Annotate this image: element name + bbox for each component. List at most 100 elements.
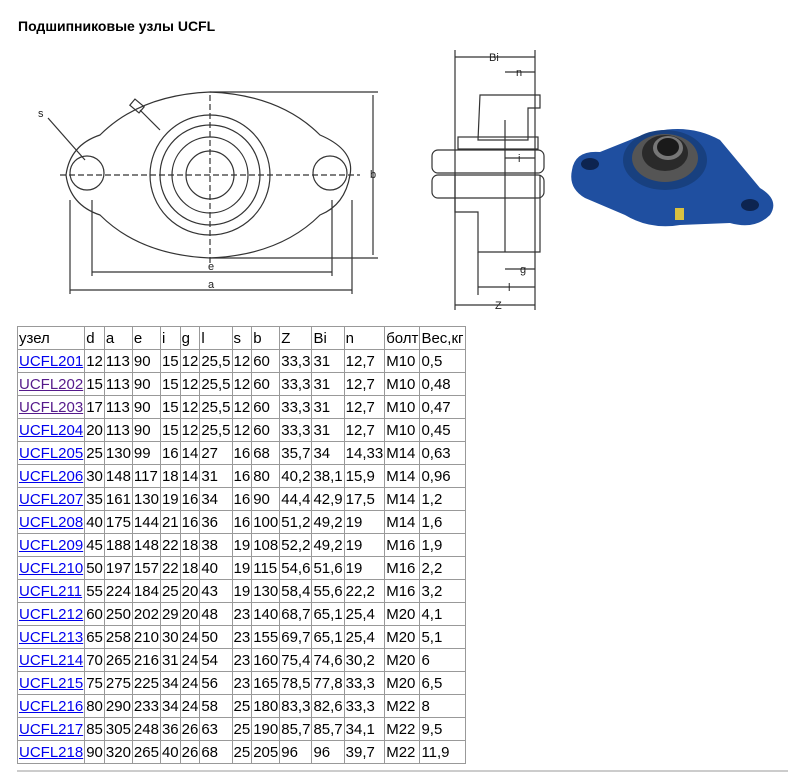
cell-g: 14 — [179, 464, 201, 488]
cell-g: 26 — [179, 740, 201, 764]
cell-d: 30 — [84, 464, 105, 488]
model-link[interactable]: UCFL207 — [19, 490, 84, 508]
cell-d: 85 — [84, 717, 105, 741]
cell-a: 188 — [103, 533, 133, 557]
cell-Bi: 55,6 — [311, 579, 345, 603]
cell-g: 16 — [179, 510, 201, 534]
cell-i: 31 — [159, 648, 181, 672]
cell-s: 19 — [231, 579, 253, 603]
cell-болт: M14 — [384, 464, 421, 488]
model-link[interactable]: UCFL217 — [19, 720, 84, 738]
model-link[interactable]: UCFL202 — [19, 375, 84, 393]
cell-g: 24 — [179, 648, 201, 672]
cell-a: 265 — [103, 648, 133, 672]
cell-l: 25,5 — [199, 395, 233, 419]
cell-Bi: 31 — [311, 395, 345, 419]
label-s: s — [38, 108, 44, 120]
cell-g: 12 — [179, 349, 201, 373]
model-link[interactable]: UCFL213 — [19, 628, 84, 646]
cell-Z: 52,2 — [279, 533, 313, 557]
cell-болт: M14 — [384, 487, 421, 511]
cell-i: 15 — [159, 395, 181, 419]
model-link[interactable]: UCFL215 — [19, 674, 84, 692]
cell-s: 25 — [231, 694, 253, 718]
cell-b: 115 — [251, 556, 281, 580]
cell-l: 25,5 — [199, 418, 233, 442]
model-cell: UCFL215 — [16, 671, 86, 695]
cell-s: 25 — [231, 717, 253, 741]
cell-n: 15,9 — [343, 464, 386, 488]
model-link[interactable]: UCFL216 — [19, 697, 84, 715]
cell-Bi: 34 — [311, 441, 345, 465]
label-e: e — [208, 261, 214, 273]
cell-Вес,кг: 1,2 — [419, 487, 466, 511]
cell-n: 39,7 — [343, 740, 386, 764]
model-link[interactable]: UCFL205 — [19, 444, 84, 462]
cell-i: 18 — [159, 464, 181, 488]
cell-g: 18 — [179, 556, 201, 580]
cell-d: 35 — [84, 487, 105, 511]
cell-b: 160 — [251, 648, 281, 672]
column-header: a — [103, 326, 133, 350]
cell-n: 25,4 — [343, 625, 386, 649]
cell-e: 90 — [131, 372, 161, 396]
cell-Z: 96 — [279, 740, 313, 764]
model-cell: UCFL206 — [16, 464, 86, 488]
model-cell: UCFL210 — [16, 556, 86, 580]
model-link[interactable]: UCFL204 — [19, 421, 84, 439]
cell-b: 60 — [251, 372, 281, 396]
cell-Вес,кг: 11,9 — [419, 740, 466, 764]
cell-i: 21 — [159, 510, 181, 534]
model-link[interactable]: UCFL211 — [19, 582, 83, 600]
cell-a: 113 — [103, 372, 133, 396]
cell-l: 56 — [199, 671, 233, 695]
cell-Вес,кг: 1,6 — [419, 510, 466, 534]
model-link[interactable]: UCFL210 — [19, 559, 84, 577]
cell-d: 25 — [84, 441, 105, 465]
cell-Z: 68,7 — [279, 602, 313, 626]
cell-a: 305 — [103, 717, 133, 741]
cell-l: 50 — [199, 625, 233, 649]
cell-g: 12 — [179, 418, 201, 442]
model-link[interactable]: UCFL214 — [19, 651, 84, 669]
cell-d: 60 — [84, 602, 105, 626]
cell-n: 19 — [343, 510, 386, 534]
model-link[interactable]: UCFL206 — [19, 467, 84, 485]
model-link[interactable]: UCFL201 — [19, 352, 84, 370]
cell-g: 12 — [179, 395, 201, 419]
model-link[interactable]: UCFL203 — [19, 398, 84, 416]
model-link[interactable]: UCFL208 — [19, 513, 84, 531]
cell-i: 36 — [159, 717, 181, 741]
cell-d: 75 — [84, 671, 105, 695]
cell-Вес,кг: 9,5 — [419, 717, 466, 741]
cell-Вес,кг: 0,45 — [419, 418, 466, 442]
cell-e: 210 — [131, 625, 161, 649]
cell-болт: M20 — [384, 602, 421, 626]
cell-e: 184 — [131, 579, 161, 603]
cell-g: 24 — [179, 625, 201, 649]
model-link[interactable]: UCFL218 — [19, 743, 84, 761]
cell-b: 60 — [251, 418, 281, 442]
cell-l: 36 — [199, 510, 233, 534]
cell-e: 90 — [131, 418, 161, 442]
cell-b: 155 — [251, 625, 281, 649]
model-link[interactable]: UCFL212 — [19, 605, 84, 623]
cell-a: 113 — [103, 418, 133, 442]
cell-Bi: 38,1 — [311, 464, 345, 488]
cell-Вес,кг: 4,1 — [419, 602, 466, 626]
cell-e: 233 — [131, 694, 161, 718]
cell-a: 161 — [103, 487, 133, 511]
cell-b: 108 — [251, 533, 281, 557]
label-i: i — [518, 153, 520, 165]
model-link[interactable]: UCFL209 — [19, 536, 84, 554]
cell-b: 190 — [251, 717, 281, 741]
cell-Вес,кг: 0,47 — [419, 395, 466, 419]
